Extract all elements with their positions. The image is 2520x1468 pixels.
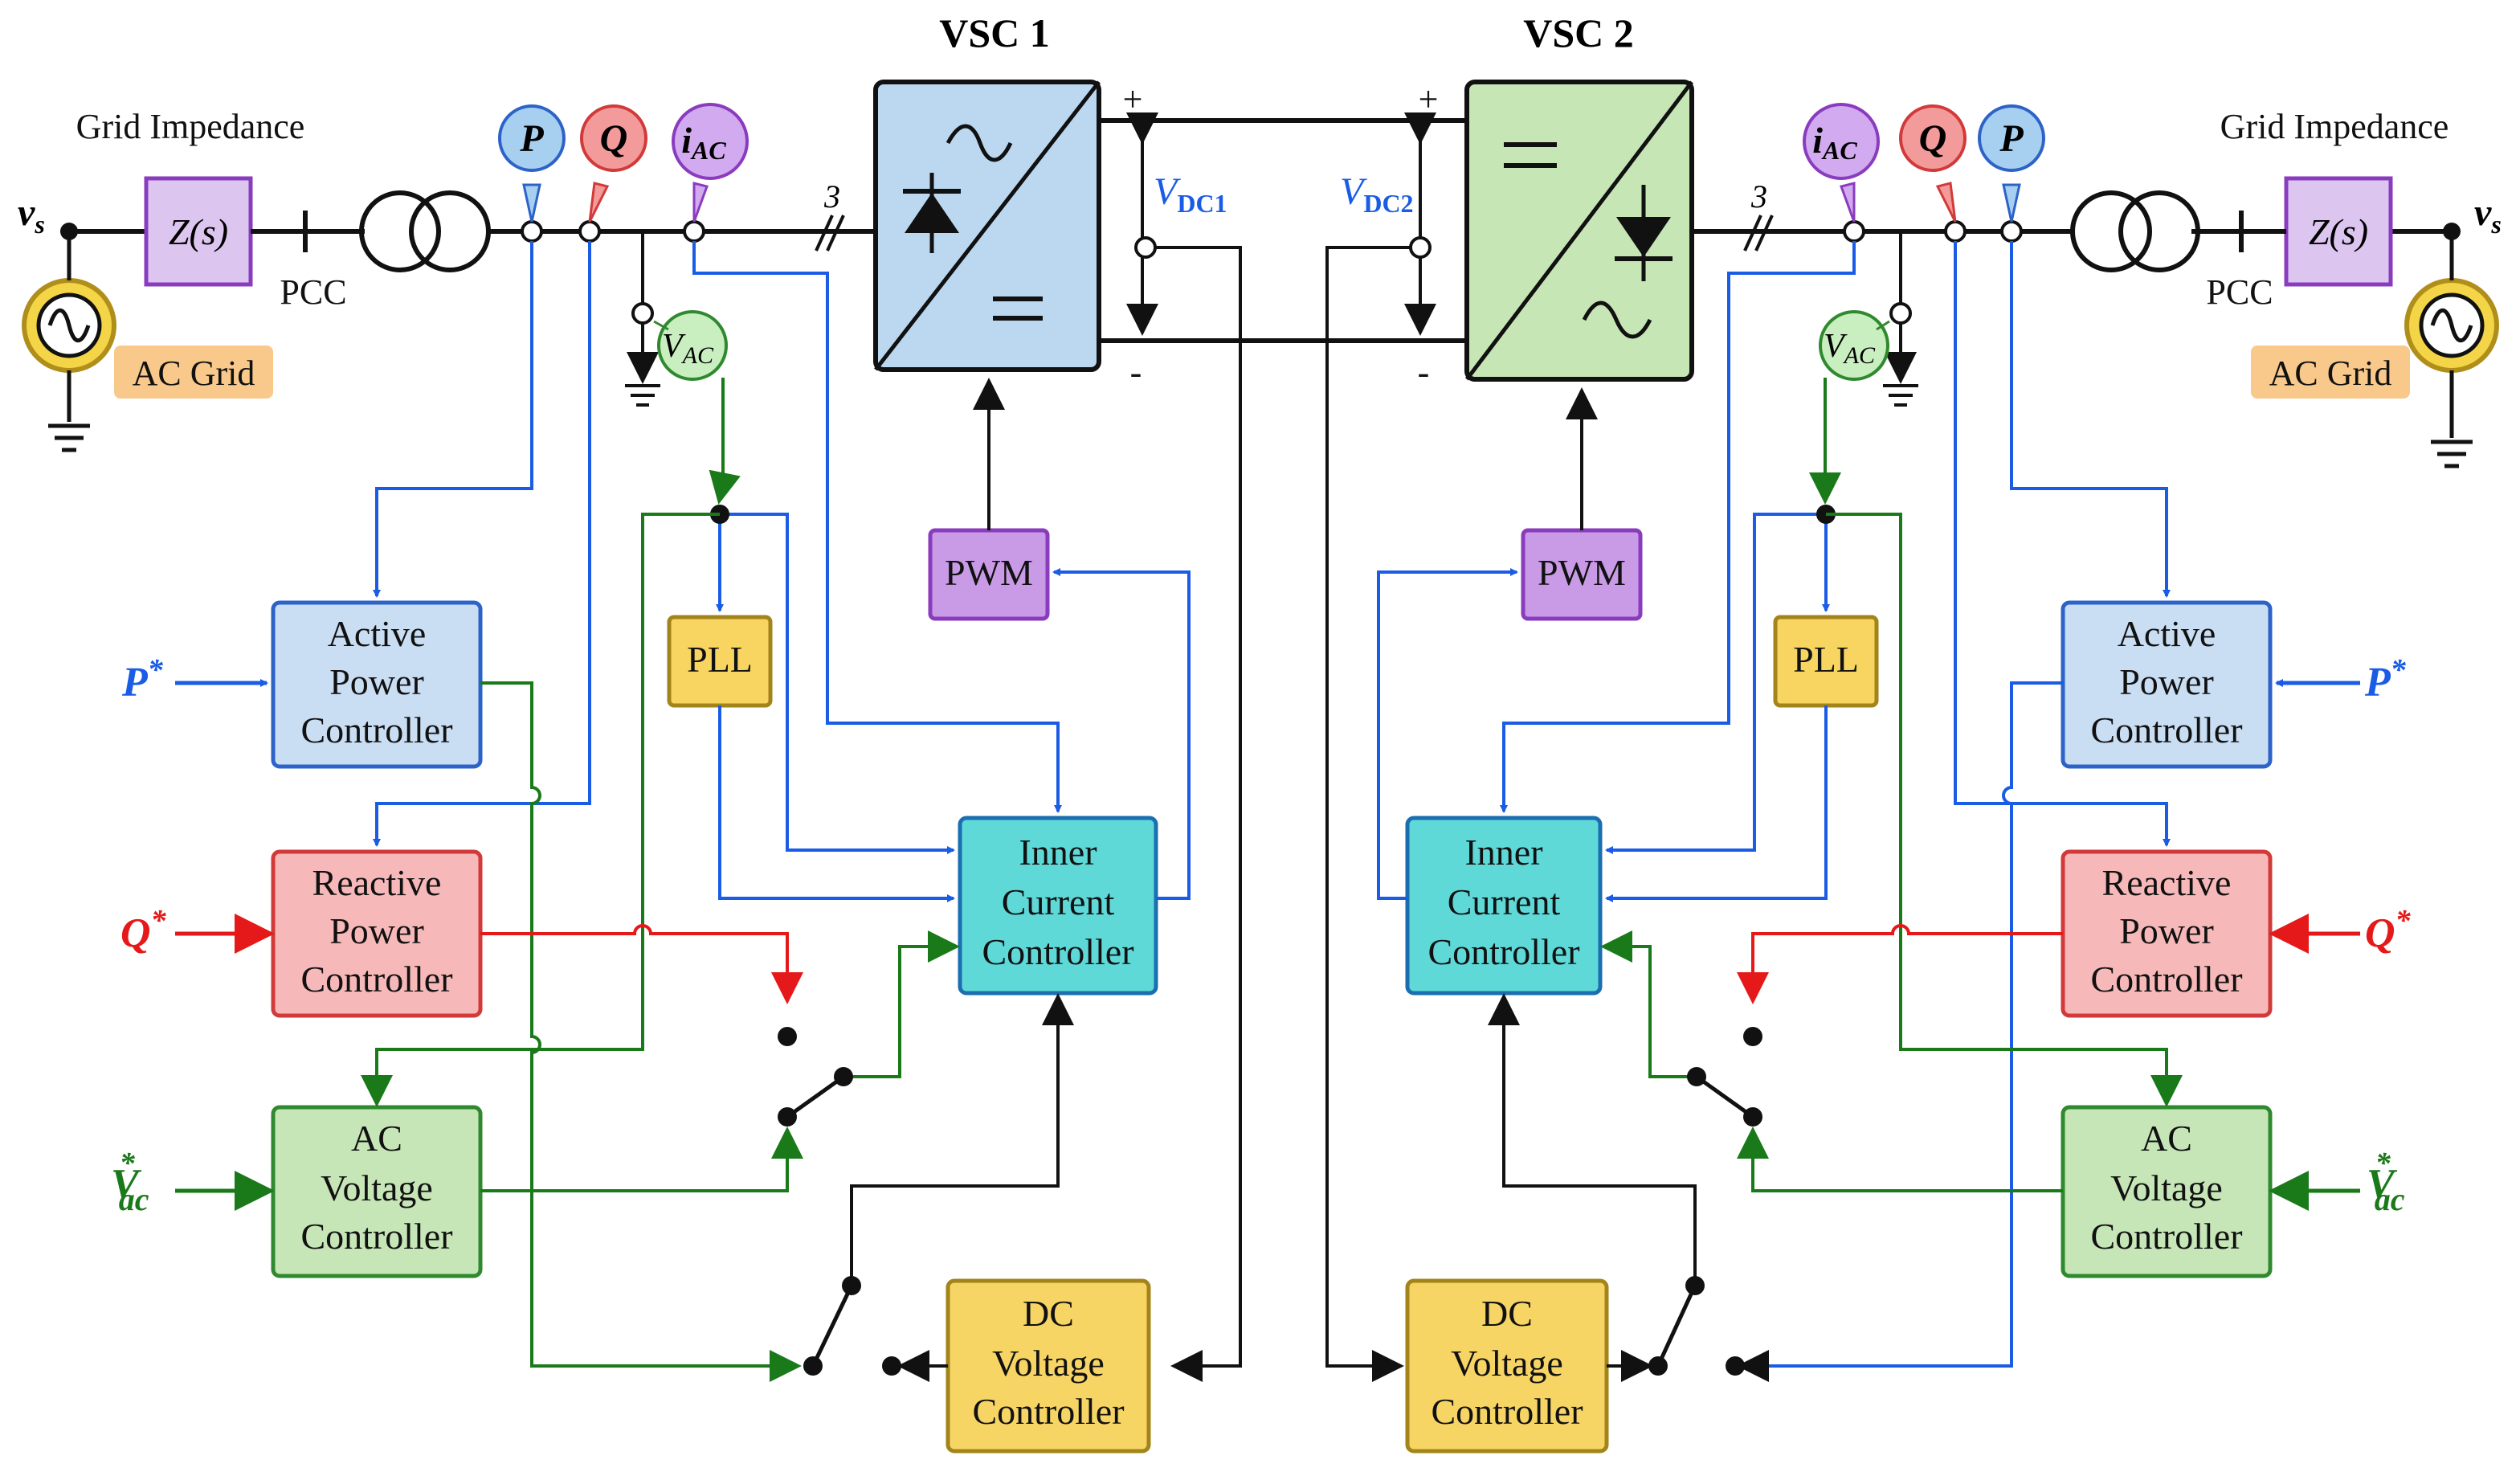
dcv-line-1-right: DC xyxy=(1481,1293,1533,1334)
active-line-3-right: Controller xyxy=(2090,709,2242,750)
vdc2-label: VDC2 xyxy=(1340,170,1414,218)
sine-icon-right xyxy=(2430,308,2473,343)
vac-measure-label-left: VAC xyxy=(662,328,714,369)
inner-line-3-left: Controller xyxy=(982,931,1133,972)
dcv-line-1-left: DC xyxy=(1023,1293,1074,1334)
p-measure-label-left: P xyxy=(519,117,544,160)
acv-line-3-right: Controller xyxy=(2090,1216,2242,1257)
sine-icon-vsc2 xyxy=(1582,301,1652,339)
p-ref-label-right: P* xyxy=(2364,653,2407,705)
vac-measure-label-right: VAC xyxy=(1824,328,1876,369)
reactive-line-2-right: Power xyxy=(2119,910,2214,951)
dc-minus-right: - xyxy=(1418,353,1430,392)
phase-count-right: 3 xyxy=(1750,178,1767,215)
acv-line-2-left: Voltage xyxy=(321,1167,433,1208)
grid-impedance-label-right: Grid Impedance xyxy=(2220,107,2449,146)
dc-plus-left: + xyxy=(1123,80,1143,119)
q-measure-balloon-left xyxy=(580,104,647,172)
reactive-line-1-right: Reactive xyxy=(2102,862,2232,903)
dc-minus-left: - xyxy=(1130,353,1142,392)
ac-grid-badge-left xyxy=(114,346,273,399)
impedance-label-right: Z(s) xyxy=(2309,211,2368,252)
p-measure-label-right: P xyxy=(1999,117,2024,160)
p-measure-balloon-left xyxy=(498,104,566,172)
vac-measure-balloon-left xyxy=(657,310,728,381)
impedance-box-left xyxy=(144,176,253,287)
vs-label-left: vs xyxy=(18,191,45,239)
vsc2-title: VSC 2 xyxy=(1523,10,1634,55)
transformer-left-b xyxy=(409,190,491,272)
reactive-line-2-left: Power xyxy=(329,910,424,951)
sine-icon-left xyxy=(47,308,91,343)
vac-measure-balloon-right xyxy=(1819,310,1889,381)
inner-line-2-left: Current xyxy=(1002,881,1115,922)
impedance-label-left: Z(s) xyxy=(169,211,228,252)
vdc1-label: VDC1 xyxy=(1154,170,1227,218)
active-line-1-right: Active xyxy=(2118,613,2216,654)
q-ref-label-left: Q* xyxy=(120,904,167,956)
p-ref-label-left: P* xyxy=(121,653,164,705)
dcv-line-2-left: Voltage xyxy=(992,1343,1105,1384)
vsc1-title: VSC 1 xyxy=(939,10,1050,55)
phase-count-left: 3 xyxy=(823,178,840,215)
pll-label-left: PLL xyxy=(687,639,753,680)
inner-line-1-right: Inner xyxy=(1464,832,1542,873)
pwm-label-left: PWM xyxy=(945,552,1033,593)
acv-line-1-right: AC xyxy=(2141,1118,2192,1159)
acv-line-2-right: Voltage xyxy=(2110,1167,2223,1208)
active-line-2-right: Power xyxy=(2119,661,2214,702)
iac-measure-balloon-right xyxy=(1803,103,1880,180)
ac-grid-label-right: AC Grid xyxy=(2269,354,2392,393)
transformer-right-b xyxy=(2118,190,2200,272)
inner-line-1-left: Inner xyxy=(1019,832,1097,873)
acv-line-1-left: AC xyxy=(351,1118,402,1159)
grid-impedance-label-left: Grid Impedance xyxy=(76,107,305,146)
dc-plus-right: + xyxy=(1419,80,1439,119)
transformer-left-a xyxy=(359,190,441,272)
ac-grid-label-left: AC Grid xyxy=(133,354,255,393)
vs-label-right: vs xyxy=(2474,191,2502,239)
iac-measure-balloon-left xyxy=(672,103,749,180)
active-line-3-left: Controller xyxy=(300,709,452,750)
pwm-label-right: PWM xyxy=(1538,552,1626,593)
transformer-right-a xyxy=(2070,190,2152,272)
reactive-line-1-left: Reactive xyxy=(312,862,442,903)
q-measure-label-right: Q xyxy=(1919,117,1947,160)
dcv-line-3-left: Controller xyxy=(972,1391,1124,1432)
vac-ref-label-right: V*ac xyxy=(2367,1147,2405,1217)
active-line-2-left: Power xyxy=(329,661,424,702)
iac-measure-label-left: iAC xyxy=(681,120,726,165)
pcc-label-left: PCC xyxy=(280,272,346,312)
acv-line-3-left: Controller xyxy=(300,1216,452,1257)
inner-line-3-right: Controller xyxy=(1427,931,1579,972)
q-measure-label-left: Q xyxy=(600,117,628,160)
vsc1-side: VSC 1 Grid Impedance AC Grid vs Z(s) PCC… xyxy=(18,10,1242,1454)
q-ref-label-right: Q* xyxy=(2365,904,2412,956)
pcc-label-right: PCC xyxy=(2206,272,2273,312)
pll-label-right: PLL xyxy=(1793,639,1859,680)
dcv-line-2-right: Voltage xyxy=(1451,1343,1563,1384)
active-line-1-left: Active xyxy=(328,613,427,654)
reactive-line-3-left: Controller xyxy=(300,959,452,1000)
vac-ref-label-left: V*ac xyxy=(111,1147,149,1217)
sine-icon-vsc1 xyxy=(946,124,1013,162)
ac-grid-badge-right xyxy=(2251,346,2410,399)
iac-measure-label-right: iAC xyxy=(1812,120,1857,165)
inner-line-2-right: Current xyxy=(1448,881,1561,922)
vsc2-side: VSC 2 Grid Impedance AC Grid vs Z(s) PCC… xyxy=(1325,10,2502,1454)
dcv-line-3-right: Controller xyxy=(1431,1391,1583,1432)
reactive-line-3-right: Controller xyxy=(2090,959,2242,1000)
q-measure-balloon-right xyxy=(1899,104,1967,172)
p-measure-balloon-right xyxy=(1978,104,2045,172)
